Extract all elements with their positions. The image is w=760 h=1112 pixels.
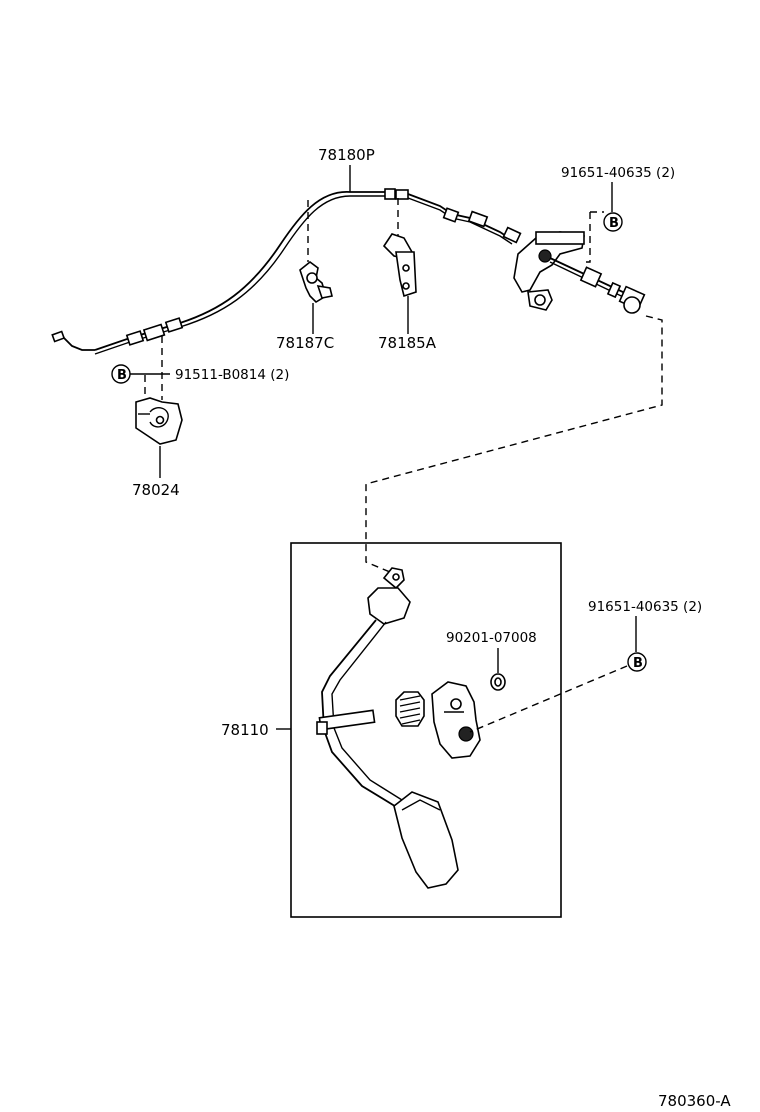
pedal-bracket [431,681,481,759]
label-clamp-c: 78187C [276,334,334,352]
clamp-78187c [299,200,333,304]
label-cable: 78180P [318,146,375,164]
label-support: 78024 [132,481,180,499]
bracket-78185a [382,198,417,298]
callout-b-top: B [609,216,619,231]
callout-b-top-icon [603,212,623,232]
cable-bracket-top [513,231,646,314]
cable-route-line [365,315,663,573]
callout-b-right-icon [627,652,647,672]
nut-90201 [490,673,506,691]
label-bracket-a: 78185A [378,334,437,352]
label-bolt-top: 91651-40635 (2) [561,165,675,181]
label-pedal: 78110 [221,721,269,739]
label-bolt-right: 91651-40635 (2) [588,599,702,615]
label-nut: 90201-07008 [446,630,537,646]
callout-b-right: B [633,656,643,671]
diagram-code: 780360-A [658,1092,731,1110]
pedal-78110 [316,567,459,889]
accelerator-cable [51,188,522,355]
cable-support-78024 [135,336,183,445]
label-bolt-left: 91511-B0814 (2) [175,367,289,383]
pedal-assembly-box [290,542,562,918]
callout-b-left: B [117,368,127,383]
return-spring [395,691,425,727]
